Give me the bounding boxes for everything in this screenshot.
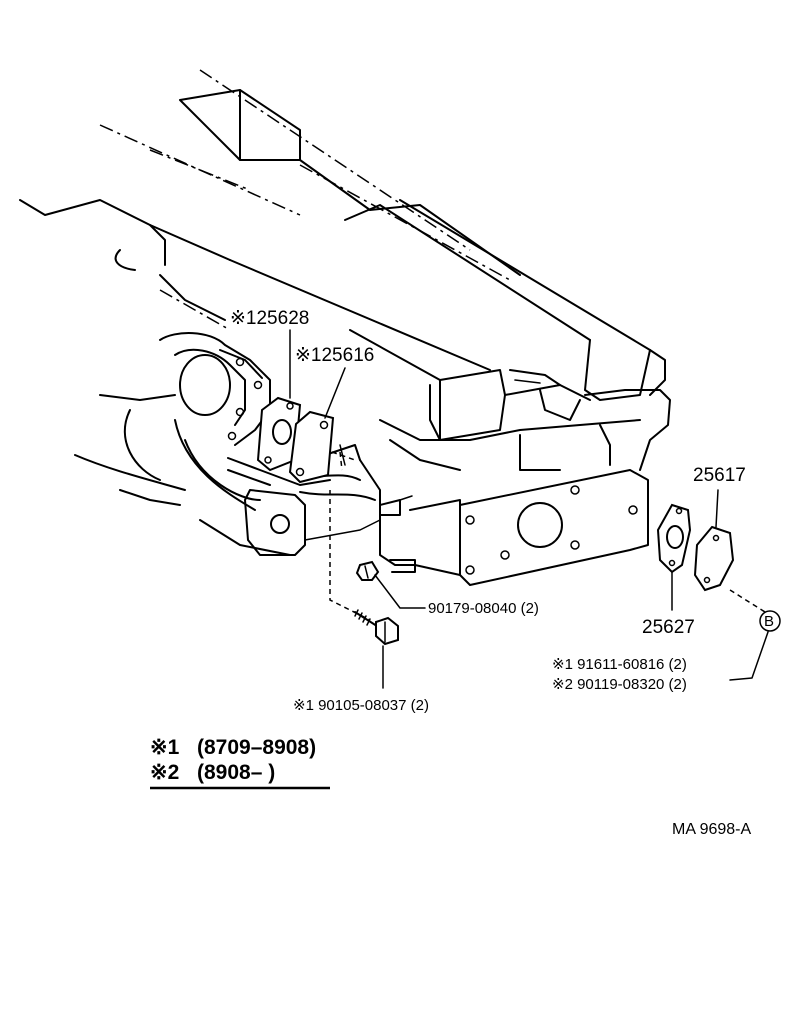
leader-lines	[289, 329, 769, 689]
callout-25617: 25617	[693, 465, 746, 486]
callout-125616: ※125616	[295, 345, 374, 366]
callout-90105-08037: ※1 90105-08037 (2)	[293, 697, 429, 714]
exhaust-manifold-drawing	[74, 332, 381, 556]
legend-mark-1: ※1	[150, 736, 180, 759]
legend: ※1 (8709–8908) ※2 (8908– )	[150, 736, 330, 790]
gasket-125628	[256, 396, 302, 472]
gasket-25627	[656, 503, 692, 574]
plate-25617	[693, 525, 735, 592]
callout-91611-60816: ※1 91611-60816 (2)	[552, 656, 687, 673]
union-bolt-90179	[355, 560, 380, 581]
callout-25627: 25627	[642, 617, 695, 638]
reference-circle-b	[759, 610, 781, 632]
drawing-code: MA 9698-A	[672, 821, 751, 838]
callout-90119-08320: ※2 90119-08320 (2)	[552, 676, 687, 693]
callout-90179-08040: 90179-08040 (2)	[428, 600, 539, 617]
gasket-125616	[288, 410, 335, 484]
assembly-lines	[329, 451, 766, 621]
legend-mark-2: ※2	[150, 761, 179, 784]
legend-range-2: (8908– )	[197, 761, 275, 784]
callout-125628: ※125628	[230, 308, 309, 329]
reference-label-b: B	[764, 613, 774, 630]
engine-head-drawing	[19, 69, 671, 586]
legend-range-1: (8709–8908)	[197, 736, 316, 759]
